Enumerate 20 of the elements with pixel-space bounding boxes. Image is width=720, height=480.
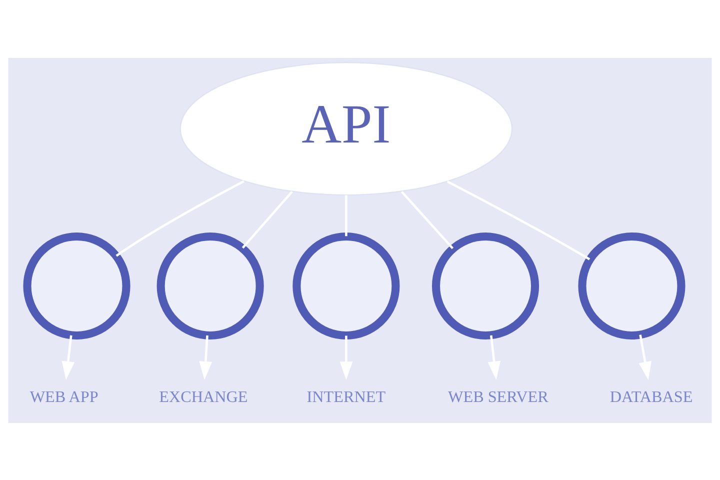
connector: [242, 190, 293, 248]
node-text: WEB APP: [30, 388, 98, 406]
node-circle: [292, 232, 400, 340]
connector: [400, 190, 454, 249]
arrow: [638, 334, 652, 380]
arrow: [199, 334, 212, 380]
connector: [116, 180, 244, 256]
node-text: WEB SERVER: [448, 388, 548, 406]
arrow: [62, 334, 75, 380]
node-text: INTERNET: [306, 388, 386, 406]
node-text: DATABASE: [610, 388, 693, 406]
node-circle: [432, 232, 540, 340]
node-circle: [156, 232, 264, 340]
arrow: [488, 334, 501, 380]
node-ellipse: API: [180, 62, 513, 196]
node-text: EXCHANGE: [159, 388, 248, 406]
node-circle: [578, 232, 686, 340]
arrow: [340, 335, 353, 380]
node-circle: [23, 232, 130, 340]
connector: [446, 180, 590, 260]
